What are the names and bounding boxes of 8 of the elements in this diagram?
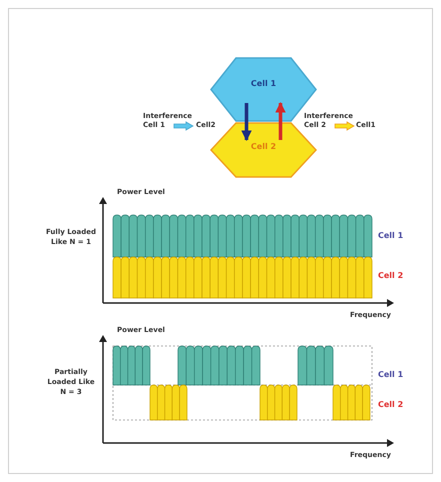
text-label: Cell 2: [378, 401, 404, 410]
arrow: [275, 102, 286, 140]
text-label: Cell 1: [378, 232, 404, 241]
text-label: Cell 1: [378, 371, 404, 380]
arrow: [241, 103, 252, 142]
cell-label: Cell 1: [250, 79, 278, 88]
text-label: Cell 2: [378, 272, 404, 281]
cell-label: Cell 2: [250, 142, 278, 151]
